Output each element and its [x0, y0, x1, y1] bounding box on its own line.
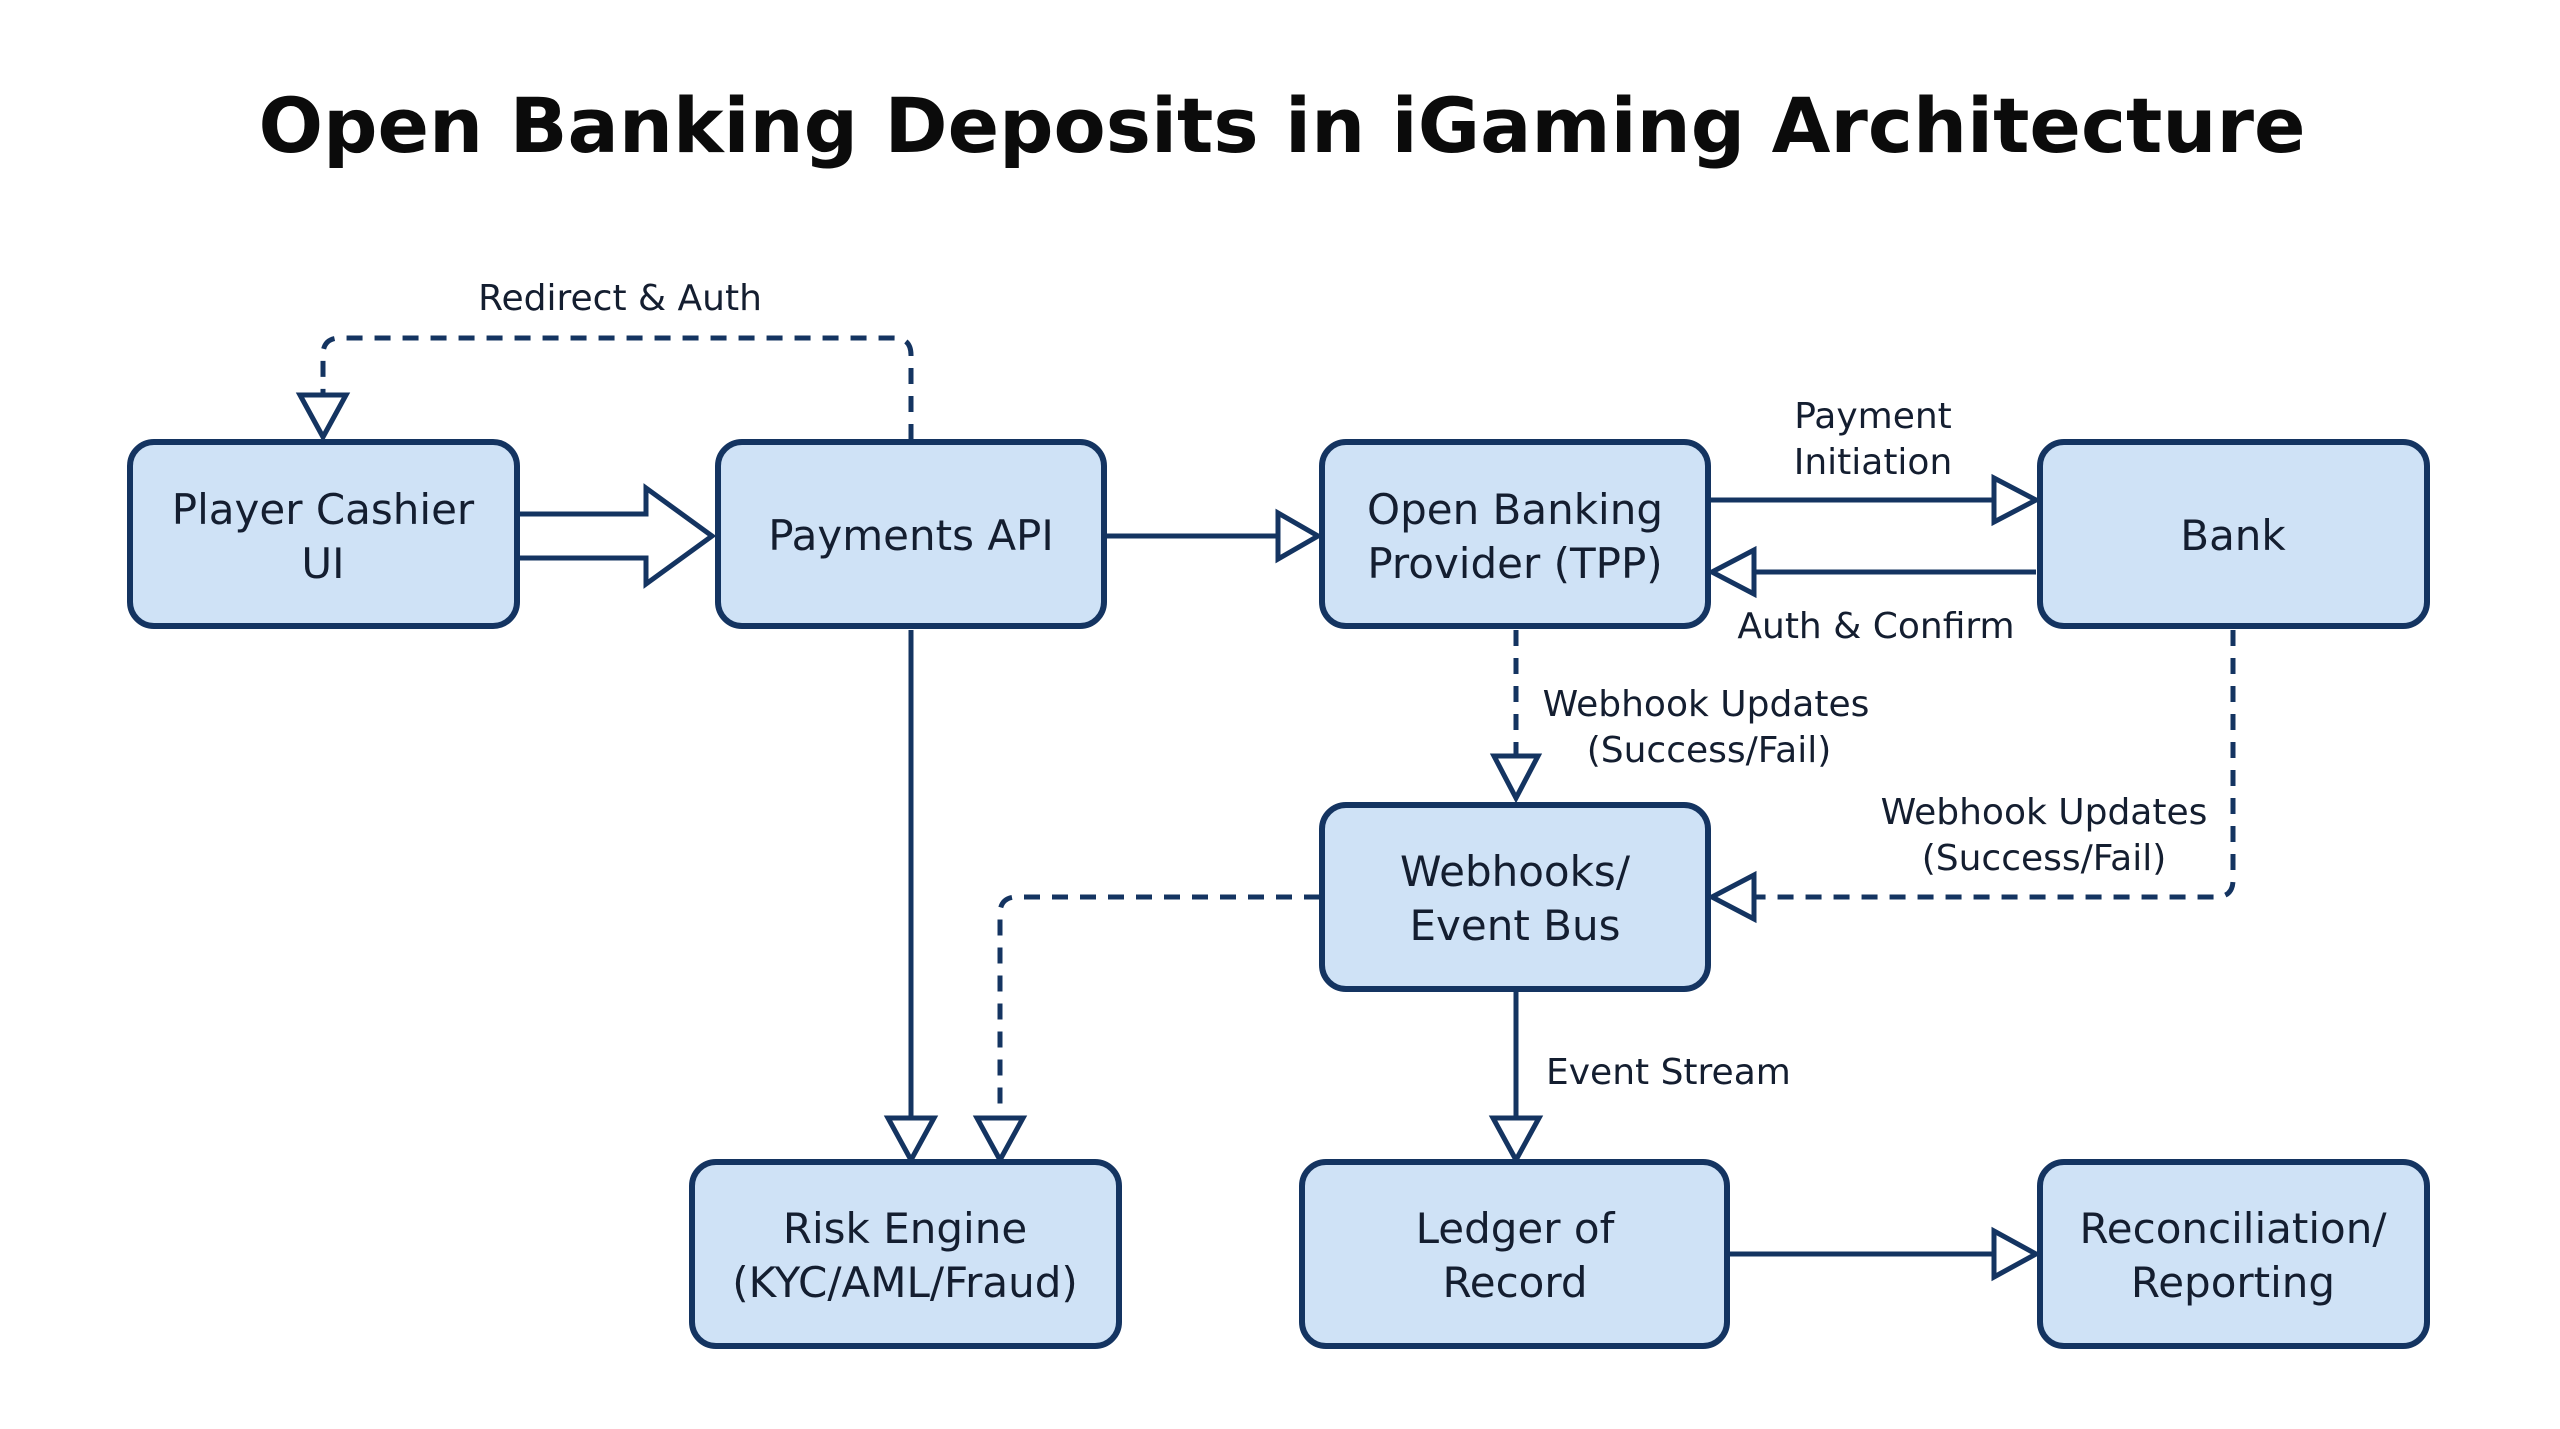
arrowhead-event-stream: [1488, 1115, 1544, 1166]
node-ledger-of-record: Ledger of Record: [1299, 1159, 1730, 1349]
node-label-ledger-2: Record: [1442, 1258, 1587, 1307]
node-label-recon-2: Reporting: [2131, 1258, 2335, 1307]
node-label-risk-1: Risk Engine: [783, 1204, 1027, 1253]
node-open-banking-provider: Open Banking Provider (TPP): [1319, 439, 1711, 629]
arrowhead-auth-confirm: [1706, 545, 1757, 599]
arrowhead-api-to-tpp: [1275, 508, 1324, 564]
arrowhead-webhooks-to-risk: [972, 1115, 1028, 1166]
node-label-webhooks-1: Webhooks/: [1400, 847, 1631, 896]
arrowhead-payment-initiation: [1991, 473, 2042, 527]
edge-label-auth-confirm: Auth & Confirm: [1737, 606, 2014, 647]
node-label-ledger-1: Ledger of: [1416, 1204, 1616, 1253]
edge-label-payment-initiation-2: Initiation: [1794, 442, 1953, 483]
arrowhead-ledger-to-recon: [1991, 1226, 2042, 1282]
edge-cashier-to-api: [517, 483, 717, 589]
node-label-player-cashier-2: UI: [301, 539, 344, 588]
edge-label-webhook-bank-2: (Success/Fail): [1922, 838, 2167, 879]
edge-redirect-auth: [320, 335, 914, 440]
edge-label-redirect-auth: Redirect & Auth: [478, 278, 762, 319]
node-label-tpp-1: Open Banking: [1367, 485, 1663, 534]
node-label-webhooks-2: Event Bus: [1410, 901, 1621, 950]
node-label-player-cashier-1: Player Cashier: [172, 485, 475, 534]
node-risk-engine: Risk Engine (KYC/AML/Fraud): [689, 1159, 1122, 1349]
arrowhead-webhook-bank: [1706, 870, 1757, 924]
edge-label-webhook-tpp-2: (Success/Fail): [1587, 730, 1832, 771]
node-label-bank: Bank: [2180, 511, 2286, 560]
arrowhead-api-to-risk: [883, 1115, 939, 1166]
edge-webhooks-to-risk: [997, 894, 1320, 1118]
arrowhead-redirect-auth: [295, 392, 351, 443]
node-label-risk-2: (KYC/AML/Fraud): [732, 1258, 1078, 1307]
node-reconciliation-reporting: Reconciliation/ Reporting: [2037, 1159, 2430, 1349]
node-label-tpp-2: Provider (TPP): [1367, 539, 1662, 588]
edge-label-webhook-bank-1: Webhook Updates: [1881, 792, 2208, 833]
edge-label-payment-initiation-1: Payment: [1794, 396, 1952, 437]
edge-label-event-stream: Event Stream: [1546, 1052, 1791, 1093]
edge-label-webhook-tpp-1: Webhook Updates: [1543, 684, 1870, 725]
node-player-cashier-ui: Player Cashier UI: [127, 439, 520, 629]
node-bank: Bank: [2037, 439, 2430, 629]
node-payments-api: Payments API: [715, 439, 1107, 629]
diagram-title: Open Banking Deposits in iGaming Archite…: [259, 81, 2306, 170]
node-label-payments-api: Payments API: [768, 511, 1054, 560]
edge-webhook-bank: [1754, 630, 2236, 900]
node-label-recon-1: Reconciliation/: [2080, 1204, 2388, 1253]
arrowhead-webhook-tpp: [1489, 753, 1543, 804]
node-webhooks-event-bus: Webhooks/ Event Bus: [1319, 802, 1711, 992]
